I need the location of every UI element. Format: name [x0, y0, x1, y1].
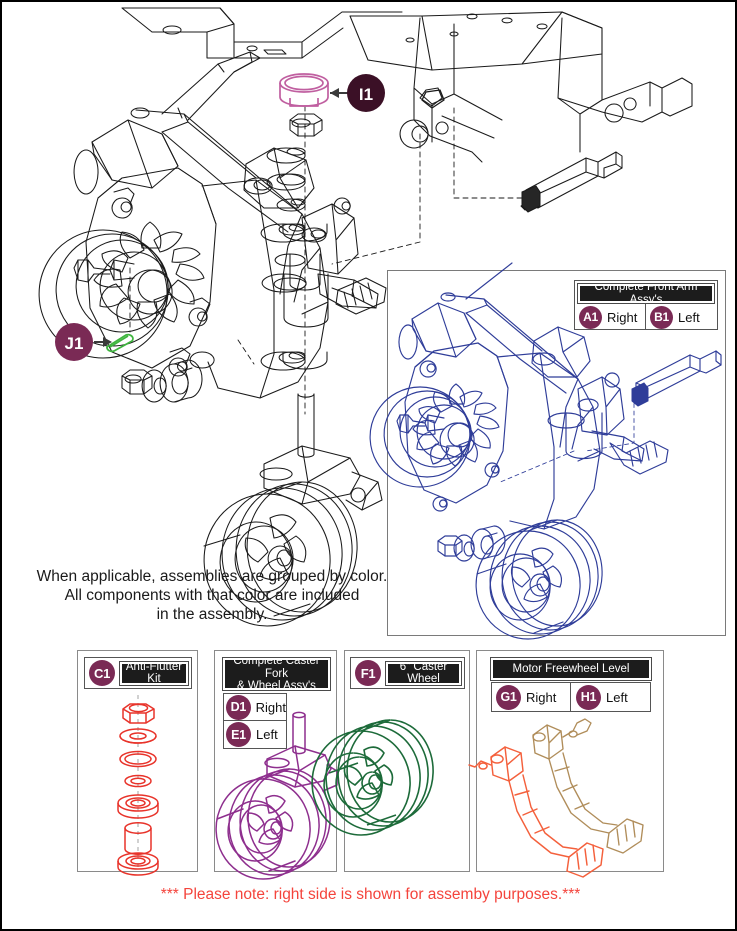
- badge-g1: G1: [496, 684, 521, 710]
- legend-label-h1: Left: [606, 689, 628, 705]
- front-arm-assembly-blue-drawing: [369, 262, 722, 640]
- callout-j1-label: J1: [65, 334, 84, 353]
- badge-f1: F1: [355, 660, 381, 686]
- callout-i1[interactable]: I1: [324, 71, 386, 115]
- front-arm-assy-legend: Complete Front Arm Assy's A1 Right B1 Le…: [574, 280, 718, 330]
- legend-entry-d1[interactable]: D1 Right: [224, 694, 286, 721]
- badge-a1: A1: [579, 305, 602, 329]
- caster-wheel-title: 6" Caster Wheel: [385, 660, 462, 686]
- freewheel-title-text: Motor Freewheel Level: [512, 662, 630, 675]
- freewheel-legend[interactable]: G1 Right H1 Left: [491, 682, 651, 712]
- caster-wheel-title-text: 6" Caster Wheel: [399, 660, 448, 685]
- note-line-3: in the assembly.: [156, 605, 268, 623]
- caster-fork-legend[interactable]: D1 Right E1 Left: [223, 693, 287, 749]
- anti-flutter-title-text: Anti-Flutter Kit: [125, 660, 183, 685]
- callout-j1[interactable]: J1: [54, 320, 116, 364]
- badge-e1: E1: [226, 722, 251, 747]
- caster-fork-title: Complete Caster Fork & Wheel Assy's: [222, 655, 331, 693]
- anti-flutter-stack-drawing: [117, 695, 159, 876]
- legend-entry-g1[interactable]: G1 Right: [492, 683, 571, 711]
- legend-box-caster-fork-wheel: Complete Caster Fork & Wheel Assy's D1 R…: [214, 650, 338, 880]
- legend-box-anti-flutter-kit: C1 Anti-Flutter Kit: [77, 650, 198, 876]
- legend-label-a1: Right: [607, 309, 638, 325]
- callout-i1-label: I1: [359, 85, 373, 104]
- legend-entry-h1[interactable]: H1 Left: [571, 683, 650, 711]
- badge-c1: C1: [89, 660, 115, 686]
- callout-j1-arrow: J1: [55, 323, 112, 361]
- color-grouping-note: When applicable, assemblies are grouped …: [12, 568, 412, 625]
- caster-wheel-drawing: [311, 719, 434, 836]
- caster-fork-title-line2: & Wheel Assy's: [237, 680, 316, 693]
- main-exploded-assembly-drawing: [38, 7, 693, 627]
- anti-flutter-legend[interactable]: C1 Anti-Flutter Kit: [84, 657, 192, 689]
- front-arm-assembly-inset: Complete Front Arm Assy's A1 Right B1 Le…: [369, 262, 726, 640]
- caster-stem-cap-part: [279, 73, 329, 107]
- legend-box-caster-wheel: F1 6" Caster Wheel: [311, 650, 470, 872]
- badge-d1: D1: [226, 694, 251, 720]
- note-line-2: All components with that color are inclu…: [64, 586, 360, 604]
- legend-entry-b1[interactable]: B1 Left: [646, 304, 717, 330]
- freewheel-levers-drawing: [468, 718, 644, 878]
- note-line-1: When applicable, assemblies are grouped …: [36, 568, 388, 585]
- caster-wheel-legend[interactable]: F1 6" Caster Wheel: [350, 657, 465, 689]
- legend-entry-e1[interactable]: E1 Left: [224, 721, 286, 748]
- legend-label-b1: Left: [678, 309, 700, 325]
- callout-i1-arrow: I1: [330, 74, 385, 112]
- legend-label-g1: Right: [526, 689, 557, 705]
- motor-key-pin-part: [106, 333, 134, 353]
- footer-note: *** Please note: right side is shown for…: [160, 886, 581, 903]
- legend-box-motor-freewheel-level: Motor Freewheel Level G1 Right H1 Left: [468, 650, 664, 878]
- legend-label-e1: Left: [256, 727, 278, 742]
- front-arm-assy-title-text: Complete Front Arm Assy's: [594, 281, 698, 306]
- front-arm-assy-title: Complete Front Arm Assy's: [577, 281, 715, 306]
- anti-flutter-title: Anti-Flutter Kit: [119, 660, 189, 686]
- legend-entry-a1[interactable]: A1 Right: [575, 304, 646, 330]
- freewheel-title: Motor Freewheel Level: [490, 657, 652, 681]
- badge-b1: B1: [650, 305, 673, 329]
- badge-h1: H1: [576, 684, 601, 710]
- legend-label-d1: Right: [255, 699, 286, 715]
- caster-fork-wheel-drawing: [215, 711, 338, 880]
- caster-fork-title-line1: Complete Caster Fork: [233, 655, 320, 680]
